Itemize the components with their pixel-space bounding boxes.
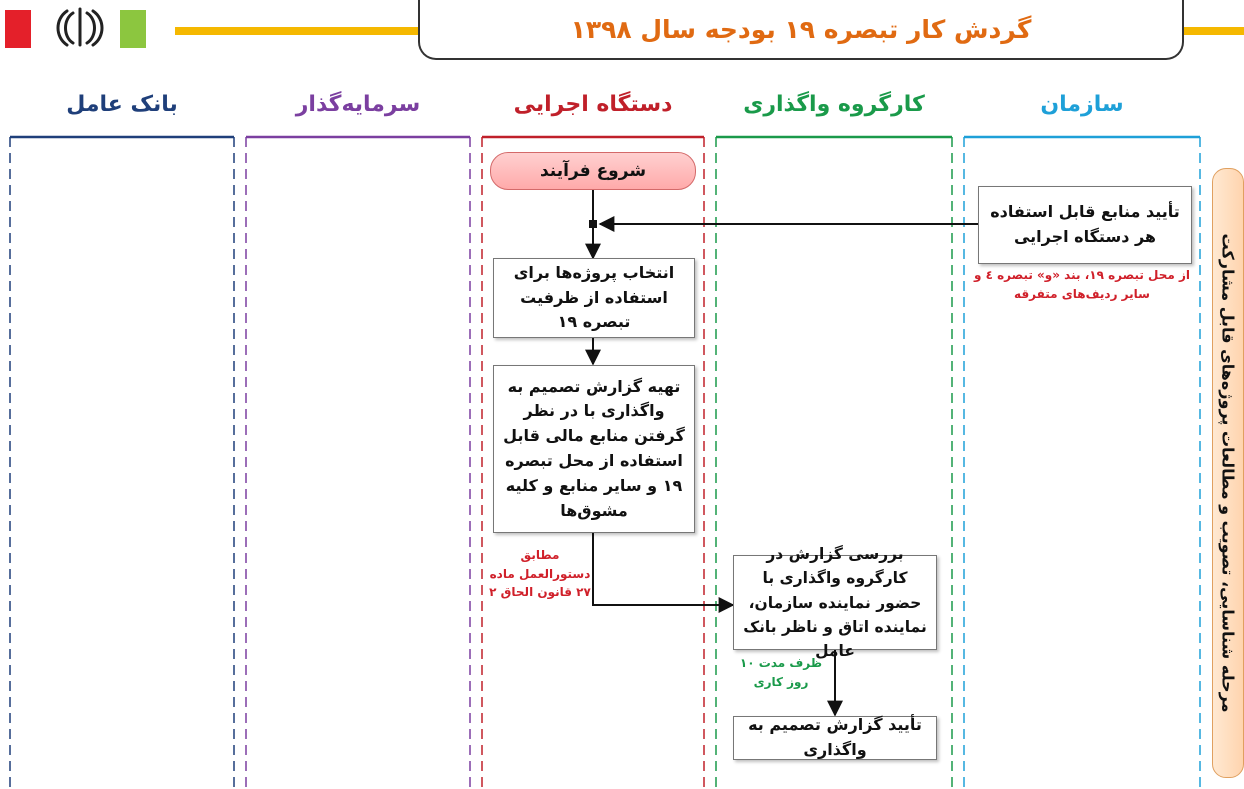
flag-green-icon: [120, 10, 146, 48]
flag-red-icon: [5, 10, 31, 48]
lane-title-investor: سرمایه‌گذار: [295, 92, 421, 117]
phase-label: مرحله شناسایی، تصویب و مطالعات پروژه‌های…: [1218, 233, 1238, 713]
header-bar-left: [175, 27, 420, 35]
prepare-report-box: تهیه گزارش تصمیم به واگذاری با در نظر گر…: [493, 365, 695, 533]
lane-investor: [245, 135, 471, 789]
deadline-note: ظرف مدت ۱۰ روز کاری: [739, 656, 823, 689]
page-title: گردش کار تبصره ۱۹ بودجه سال ۱۳۹۸: [570, 14, 1032, 44]
phase-box: مرحله شناسایی، تصویب و مطالعات پروژه‌های…: [1212, 168, 1244, 778]
resources-source-note: از محل تبصره ۱۹، بند «و» تبصره ٤ و سایر …: [973, 268, 1191, 301]
iran-emblem-icon: [55, 5, 105, 49]
junction-point: [589, 220, 597, 228]
review-report-box: بررسی گزارش در کارگروه واگذاری با حضور ن…: [733, 545, 937, 660]
lane-title-committee: کارگروه واگذاری: [743, 92, 925, 117]
lane-committee: [715, 135, 953, 789]
lane-executive: [481, 135, 705, 789]
arrow-prepare-review: [592, 532, 735, 613]
lane-title-executive: دستگاه اجرایی: [513, 92, 673, 117]
lane-title-organization: سازمان: [1040, 92, 1124, 117]
approve-report-box: تأیید گزارش تصمیم به واگذاری: [733, 715, 937, 760]
approve-resources-box: تأیید منابع قابل استفاده هر دستگاه اجرای…: [978, 186, 1192, 264]
start-node: شروع فرآیند: [490, 152, 696, 190]
header-bar-right: [1182, 27, 1244, 35]
procedure-note: مطابق دستورالعمل ماده ۲۷ قانون الحاق ۲: [489, 548, 591, 600]
title-box: گردش کار تبصره ۱۹ بودجه سال ۱۳۹۸: [418, 0, 1184, 60]
lane-title-bank: بانک عامل: [66, 92, 178, 117]
lane-bank: [9, 135, 235, 789]
lane-organization: [963, 135, 1201, 789]
select-projects-box: انتخاب پروژه‌ها برای استفاده از ظرفیت تب…: [493, 258, 695, 338]
